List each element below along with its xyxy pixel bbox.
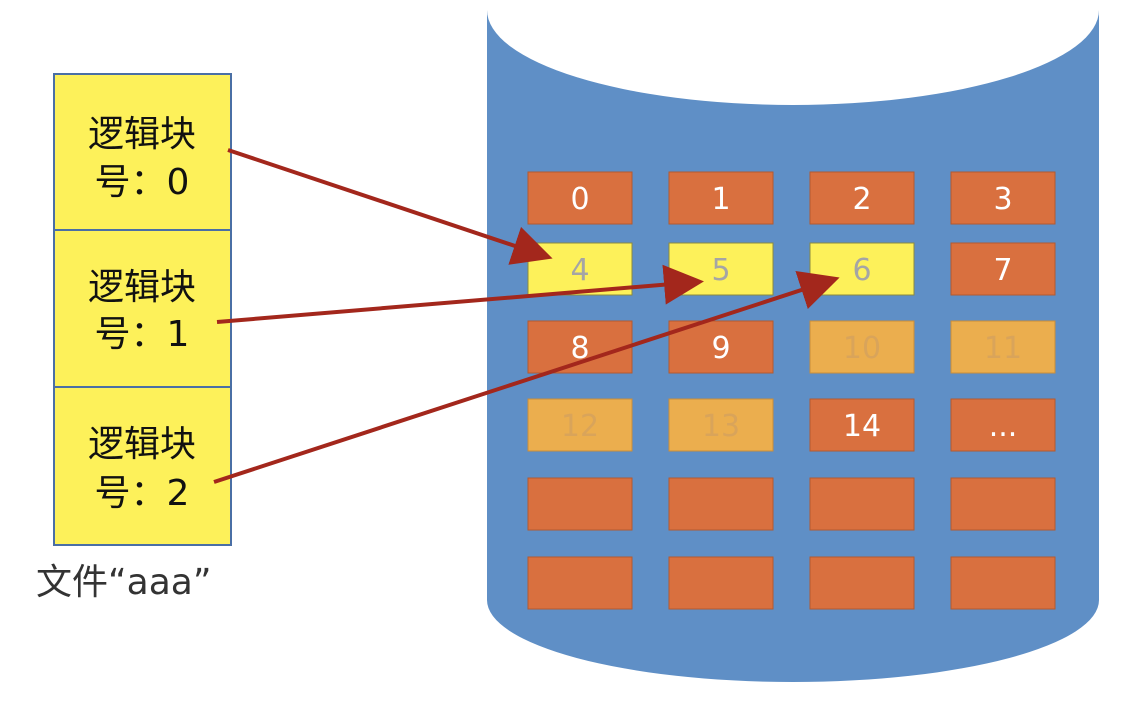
logical-block-2-label-line2: 号：2: [95, 473, 190, 514]
logical-block-0-label-line1: 逻辑块: [88, 114, 196, 155]
disk-block-label: 5: [711, 253, 730, 288]
disk-block-rect: [950, 242, 1056, 296]
arrow-logical-0-to-block-4: [227, 148, 553, 265]
disk-block-label: 11: [984, 331, 1022, 366]
disk-block-r4c0: [527, 477, 633, 531]
disk-block-label: 3: [993, 182, 1012, 217]
disk-block-label: 10: [843, 331, 881, 366]
disk-block-label: 9: [711, 331, 730, 366]
disk-block-rect: [668, 398, 774, 452]
disk-block-rect: [809, 171, 915, 225]
disk-body: [487, 10, 1099, 682]
disk-block-14: 14: [809, 398, 915, 452]
disk-block-r5c1: [668, 556, 774, 610]
disk-block-r5c3: [950, 556, 1056, 610]
logical-block-2: 逻辑块 号：2: [53, 386, 232, 546]
disk-block-label: 0: [570, 182, 589, 217]
disk-block-label: 7: [993, 253, 1012, 288]
arrow-logical-1-to-block-5: [216, 264, 704, 324]
disk-block-r4c3: [950, 477, 1056, 531]
disk-block-7: 7: [950, 242, 1056, 296]
disk-block-r5c0: [527, 556, 633, 610]
disk-cylinder: [487, 0, 1099, 682]
disk-block-rect: [950, 320, 1056, 374]
disk-block-rect: [527, 477, 633, 531]
disk-block-rect: [950, 398, 1056, 452]
mapping-arrows: [213, 148, 840, 484]
logical-block-1-label-line2: 号：1: [95, 314, 190, 355]
disk-block-label: 14: [843, 409, 881, 444]
disk-block-rect: [527, 556, 633, 610]
disk-block-label: ...: [989, 409, 1018, 444]
logical-block-1-label-line1: 逻辑块: [88, 267, 196, 308]
file-caption: 文件“aaa”: [36, 562, 211, 603]
disk-block-11: 11: [950, 320, 1056, 374]
disk-block-label: 12: [561, 409, 599, 444]
disk-block-r4c2: [809, 477, 915, 531]
disk-block-rect: [668, 171, 774, 225]
disk-block-rect: [668, 477, 774, 531]
logical-block-1: 逻辑块 号：1: [53, 229, 232, 388]
logical-block-0-label-line2: 号：0: [95, 162, 190, 203]
disk-block-rect: [950, 171, 1056, 225]
disk-block-label: 1: [711, 182, 730, 217]
disk-block-rect: [809, 398, 915, 452]
disk-block-rect: [809, 556, 915, 610]
logical-block-2-label-line1: 逻辑块: [88, 424, 196, 465]
disk-block-rect: [527, 398, 633, 452]
disk-block-rect: [668, 556, 774, 610]
disk-block-rect: [950, 477, 1056, 531]
disk-block-rect: [809, 477, 915, 531]
disk-block-8: 8: [527, 320, 633, 374]
disk-block-1: 1: [668, 171, 774, 225]
disk-block-label: 6: [852, 253, 871, 288]
disk-block-5: 5: [668, 242, 774, 296]
disk-block-0: 0: [527, 171, 633, 225]
disk-block-3: 3: [950, 171, 1056, 225]
disk-block-rect: [809, 320, 915, 374]
disk-block-rect: [950, 556, 1056, 610]
disk-block-more: ...: [950, 398, 1056, 452]
disk-block-r5c2: [809, 556, 915, 610]
disk-block-label: 8: [570, 331, 589, 366]
disk-block-label: 13: [702, 409, 740, 444]
disk-block-2: 2: [809, 171, 915, 225]
disk-block-r4c1: [668, 477, 774, 531]
disk-block-6: 6: [809, 242, 915, 296]
disk-block-label: 4: [570, 253, 589, 288]
disk-block-13: 13: [668, 398, 774, 452]
disk-block-label: 2: [852, 182, 871, 217]
arrow-logical-2-to-block-6: [213, 270, 840, 484]
disk-top-ellipse: [487, 0, 1099, 105]
disk-block-10: 10: [809, 320, 915, 374]
file-logical-blocks: 逻辑块 号：0 逻辑块 号：1 逻辑块 号：2: [53, 73, 232, 546]
logical-block-0: 逻辑块 号：0: [53, 73, 232, 231]
disk-block-rect: [527, 171, 633, 225]
disk-block-12: 12: [527, 398, 633, 452]
